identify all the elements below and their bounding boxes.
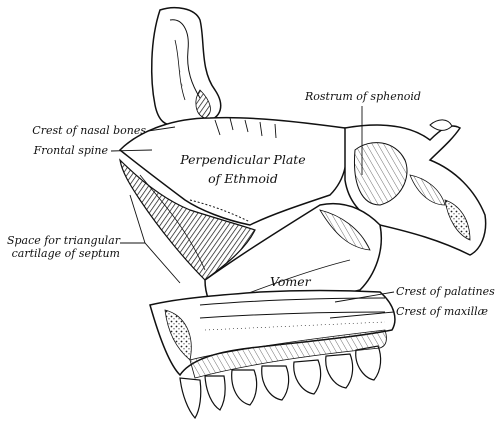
label-vomer: Vomer	[270, 274, 311, 289]
leader-lines	[110, 106, 395, 319]
label-space-line2: cartilage of septum	[11, 247, 120, 260]
leader-space	[120, 242, 181, 284]
label-space-line1: Space for triangular	[6, 234, 120, 247]
teeth-row	[179, 329, 387, 420]
label-rostrum-of-sphenoid: Rostrum of sphenoid	[305, 90, 421, 103]
label-frontal-spine: Frontal spine	[33, 144, 108, 157]
maxilla-palate	[149, 289, 396, 377]
cartilage-space	[119, 158, 256, 281]
label-perpendicular-line2: of Ethmoid	[208, 171, 278, 186]
leader-palatines	[334, 291, 395, 303]
leader-frontal-spine	[110, 149, 153, 152]
label-crest-of-maxillae: Crest of maxillæ	[396, 305, 489, 318]
leader-crest-nasal	[147, 126, 176, 132]
label-crest-of-palatines: Crest of palatines	[396, 285, 495, 298]
perpendicular-plate	[118, 116, 348, 226]
leader-maxillae	[329, 311, 395, 319]
sphenoid-body	[344, 119, 487, 256]
leader-space-upper	[129, 194, 146, 244]
label-perpendicular-line1: Perpendicular Plate	[180, 152, 306, 167]
label-crest-of-nasal-bones: Crest of nasal bones	[32, 124, 146, 137]
nasal-bone	[150, 7, 222, 127]
